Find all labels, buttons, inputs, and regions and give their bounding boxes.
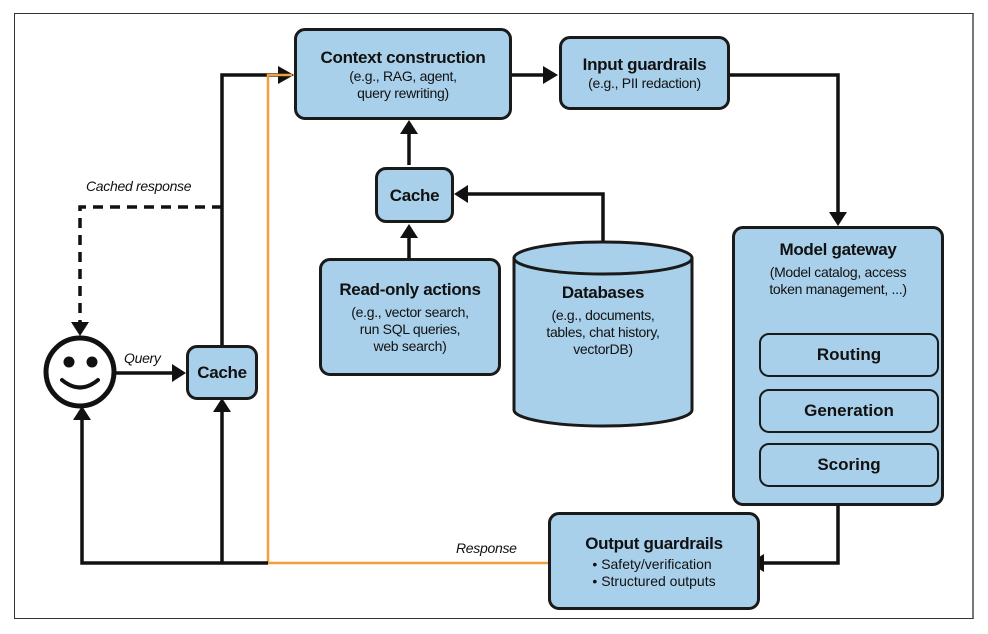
model-gateway-box: Model gateway (Model catalog, access tok… <box>732 226 944 506</box>
cache-to-context-line <box>220 73 282 345</box>
databases-cylinder <box>512 240 694 428</box>
generation-component: Generation <box>759 389 939 433</box>
db-to-cache-line <box>466 192 605 242</box>
query-cache-box: Cache <box>186 345 258 400</box>
context-construction-title: Context construction <box>320 47 486 67</box>
model-gateway-subtitle-1: (Model catalog, access <box>769 264 907 280</box>
context-construction-subtitle-1: (e.g., RAG, agent, <box>349 67 457 84</box>
query-arrowhead <box>172 364 186 382</box>
response-label: Response <box>456 540 517 556</box>
gateway-to-output-line <box>760 505 840 565</box>
output-guardrails-box: Output guardrails Safety/verification St… <box>548 512 760 610</box>
read-only-actions-subtitle-2: run SQL queries, <box>359 321 461 337</box>
context-cache-box: Cache <box>375 167 454 223</box>
read-only-actions-box: Read-only actions (e.g., vector search, … <box>319 258 501 376</box>
query-label: Query <box>124 350 161 366</box>
input-guardrails-subtitle: (e.g., PII redaction) <box>588 75 701 91</box>
output-guardrails-bullets: Safety/verification Structured outputs <box>592 556 715 590</box>
cached-response-arrowhead <box>71 322 89 336</box>
user-arrowhead <box>73 406 91 420</box>
output-guardrails-bullet-2: Structured outputs <box>592 573 715 590</box>
input-guardrails-title: Input guardrails <box>582 55 707 74</box>
read-only-actions-subtitle-3: web search) <box>373 338 447 354</box>
db-arrowhead <box>454 185 468 203</box>
context-construction-subtitle-2: query rewriting) <box>357 84 449 101</box>
query-cache-title: Cache <box>197 363 247 382</box>
input-guardrails-box: Input guardrails (e.g., PII redaction) <box>559 36 730 110</box>
context-cache-title: Cache <box>389 185 440 205</box>
routing-component: Routing <box>759 333 939 377</box>
cached-response-label: Cached response <box>86 178 192 194</box>
context-up-arrowhead <box>400 120 418 134</box>
input-to-gateway-line <box>730 73 840 214</box>
context-construction-box: Context construction (e.g., RAG, agent, … <box>294 28 512 120</box>
output-guardrails-bullet-1: Safety/verification <box>592 556 715 573</box>
cache-bottom-arrowhead <box>213 398 231 412</box>
diagram-frame <box>14 13 974 619</box>
input-arrowhead <box>543 66 558 84</box>
databases-subtitle-3: vectorDB) <box>573 341 633 357</box>
user-smiley-icon <box>43 335 117 409</box>
model-gateway-title: Model gateway <box>779 240 897 259</box>
scoring-component: Scoring <box>759 443 939 487</box>
gateway-arrowhead <box>829 212 847 226</box>
databases-title: Databases <box>561 283 645 302</box>
databases-subtitle-2: tables, chat history, <box>546 324 660 340</box>
readonly-arrowhead <box>400 224 418 238</box>
databases-subtitle-1: (e.g., documents, <box>551 307 655 323</box>
read-only-actions-title: Read-only actions <box>339 280 481 299</box>
return-line <box>80 418 268 565</box>
cached-response-line <box>78 205 222 322</box>
output-guardrails-title: Output guardrails <box>585 533 723 553</box>
databases-label: Databases (e.g., documents, tables, chat… <box>514 282 692 358</box>
read-only-actions-subtitle-1: (e.g., vector search, <box>351 304 469 320</box>
model-gateway-subtitle-2: token management, ...) <box>769 281 907 297</box>
response-line <box>266 73 549 565</box>
